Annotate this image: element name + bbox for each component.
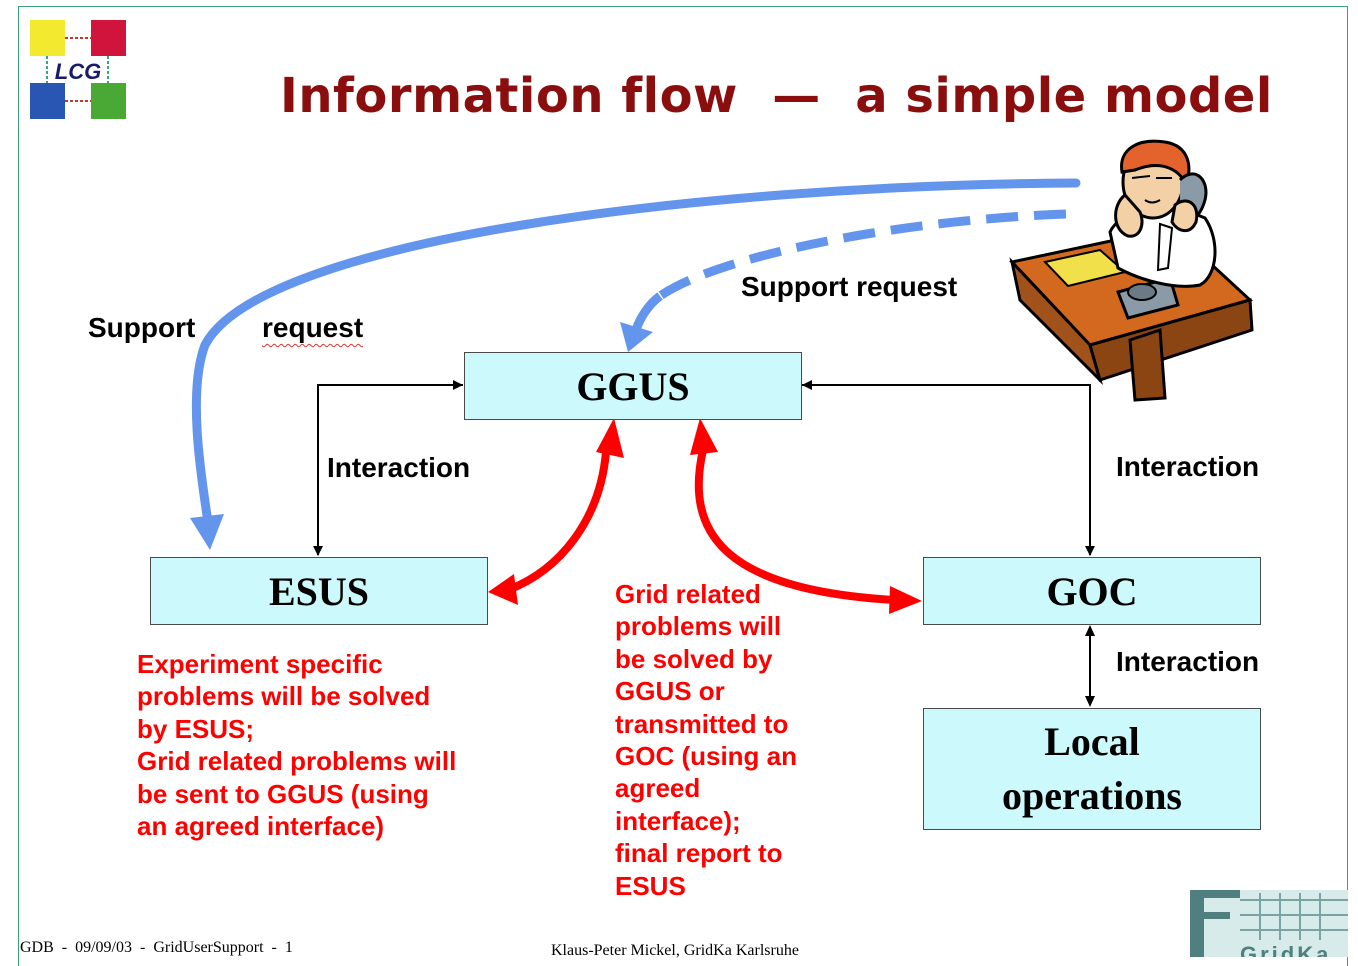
support-request-arrowhead-esus bbox=[190, 514, 224, 550]
slide-title: Information flow — a simple model bbox=[280, 68, 1273, 124]
esus-label: ESUS bbox=[268, 568, 370, 614]
interaction-line-goc bbox=[802, 384, 1091, 555]
local-label-line1: Local bbox=[1044, 719, 1140, 764]
footer-left: GDB - 09/09/03 - GridUserSupport - 1 bbox=[20, 939, 293, 956]
ggus-box: GGUS bbox=[464, 352, 802, 420]
slide-frame bbox=[18, 6, 1348, 966]
logo-blue-square bbox=[30, 83, 65, 119]
logo-yellow-square bbox=[30, 20, 65, 56]
request-label-left: request bbox=[262, 312, 364, 343]
problem-arrow-esus bbox=[506, 451, 610, 594]
esus-box: ESUS bbox=[150, 557, 488, 625]
footer-center: Klaus-Peter Mickel, GridKa Karlsruhe bbox=[551, 942, 799, 959]
interaction-label-goc-local: Interaction bbox=[1116, 646, 1260, 677]
logo-text: LCG bbox=[55, 59, 101, 84]
support-label-left: Support bbox=[88, 312, 196, 343]
support-request-label-top: Support request bbox=[741, 271, 958, 302]
lcg-logo: LCG bbox=[30, 20, 126, 119]
goc-box: GOC bbox=[923, 557, 1261, 625]
goc-label: GOC bbox=[1046, 568, 1138, 614]
support-request-arrow-esus bbox=[191, 178, 1081, 527]
logo-red-square bbox=[91, 20, 126, 56]
interaction-label-right: Interaction bbox=[1116, 451, 1260, 482]
support-request-arrowhead-ggus bbox=[620, 322, 653, 352]
interaction-line-esus bbox=[317, 384, 463, 555]
logo-green-square bbox=[91, 83, 126, 119]
ggus-note: Grid related problems will be solved by … bbox=[615, 579, 797, 901]
support-request-arrow-ggus bbox=[657, 209, 1067, 300]
interaction-label-left: Interaction bbox=[327, 452, 471, 483]
problem-arrow-goc bbox=[694, 449, 896, 604]
local-operations-box: Local operations bbox=[923, 708, 1261, 830]
ggus-label: GGUS bbox=[576, 363, 690, 409]
esus-note: Experiment specific problems will be sol… bbox=[137, 649, 457, 842]
local-label-line2: operations bbox=[1002, 773, 1182, 818]
